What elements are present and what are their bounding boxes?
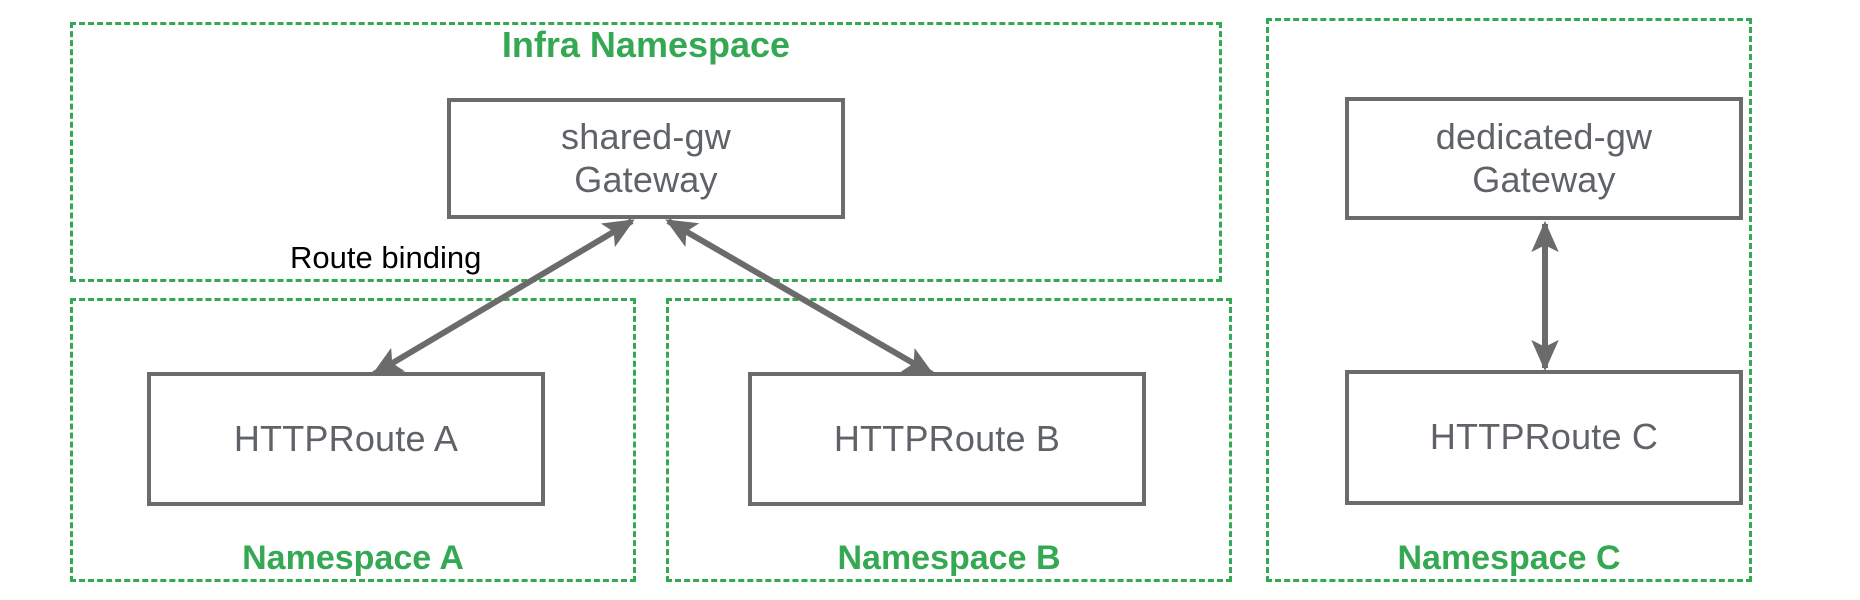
namespace-box-infra (70, 22, 1222, 282)
node-httproute-a[interactable]: HTTPRoute A (147, 372, 545, 506)
namespace-box-c (1266, 18, 1752, 582)
node-dedicated-gw-kind: Gateway (1472, 158, 1616, 200)
node-httproute-b-name: HTTPRoute B (833, 417, 1061, 459)
node-httproute-b[interactable]: HTTPRoute B (748, 372, 1146, 506)
node-dedicated-gw[interactable]: dedicated-gw Gateway (1345, 97, 1743, 220)
node-httproute-c[interactable]: HTTPRoute C (1345, 370, 1743, 505)
namespace-box-a (70, 298, 636, 582)
node-httproute-a-name: HTTPRoute A (233, 417, 459, 459)
namespace-label-a: Namespace A (242, 539, 464, 577)
namespace-label-b: Namespace B (837, 539, 1061, 577)
node-httproute-c-name: HTTPRoute C (1429, 416, 1659, 458)
node-shared-gw-name: shared-gw (561, 116, 731, 158)
node-shared-gw[interactable]: shared-gw Gateway (447, 98, 845, 219)
namespace-box-b (666, 298, 1232, 582)
namespace-label-c: Namespace C (1397, 539, 1621, 577)
node-dedicated-gw-name: dedicated-gw (1435, 116, 1653, 158)
node-shared-gw-kind: Gateway (574, 158, 718, 200)
namespace-label-infra: Infra Namespace (501, 24, 791, 65)
edge-label-route-binding: Route binding (290, 240, 482, 275)
